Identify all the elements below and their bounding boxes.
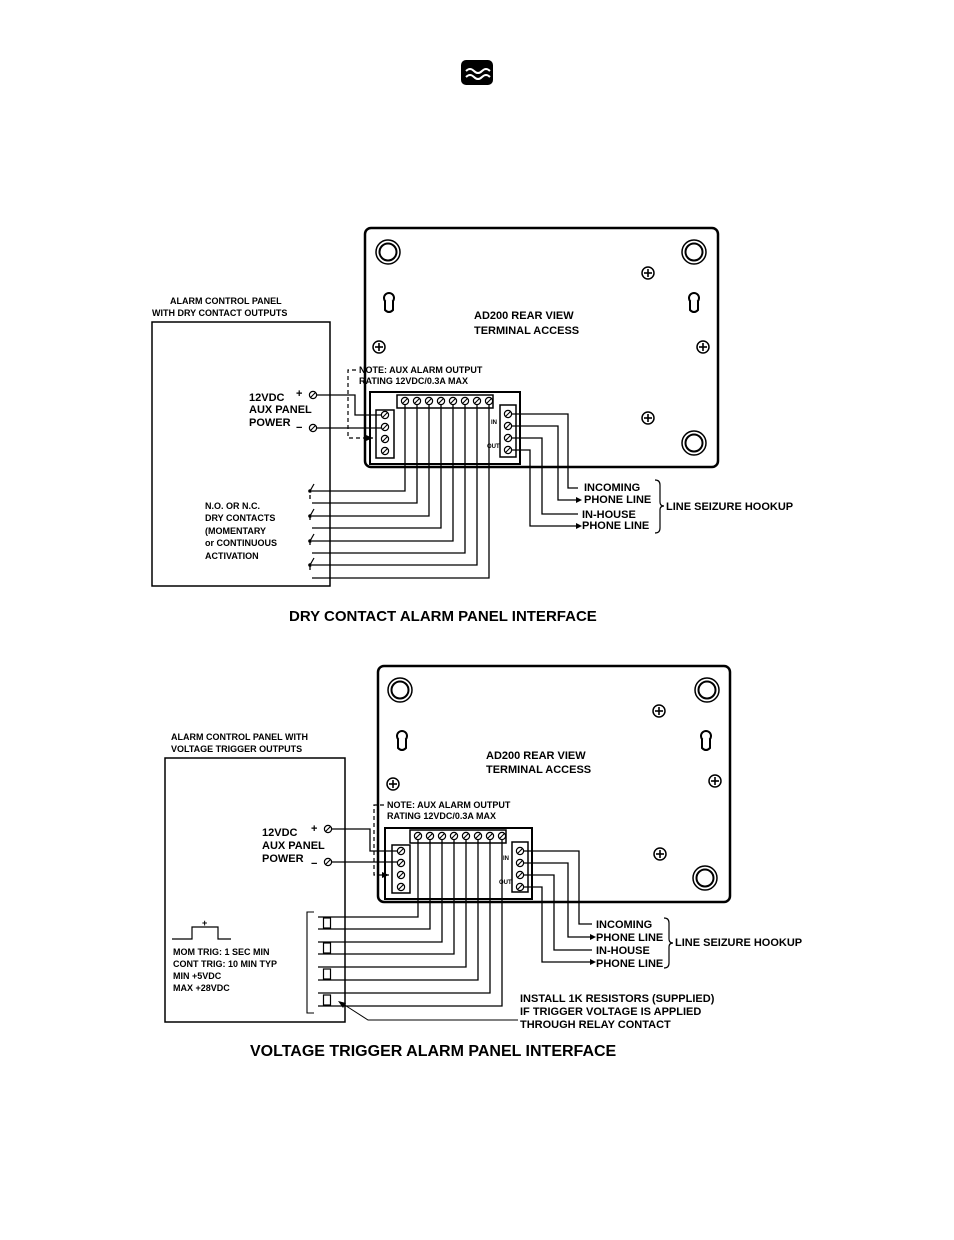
device-label-line1: AD200 REAR VIEW	[474, 310, 574, 322]
panel2-label-line2: VOLTAGE TRIGGER OUTPUTS	[171, 744, 302, 754]
water-waves-icon	[461, 60, 493, 85]
phone2-label-phoneline-1: PHONE LINE	[596, 932, 663, 944]
power-terminal-strip	[375, 409, 395, 459]
line-seizure-brace	[654, 479, 665, 534]
note-line2: RATING 12VDC/0.3A MAX	[359, 376, 468, 386]
aux-output-dashed-lead	[347, 369, 373, 439]
power2-plus-sign: +	[311, 823, 317, 835]
power-label-line1: 12VDC	[249, 392, 285, 404]
trigger-label-line2: CONT TRIG: 10 MIN TYP	[173, 959, 277, 969]
trigger-group-bracket	[306, 911, 314, 1014]
phone-label-inhouse: IN-HOUSE	[582, 509, 636, 521]
power-label-line3: POWER	[249, 417, 291, 429]
phone-in-marker-2: IN	[503, 856, 509, 862]
power-terminal-strip-2	[391, 844, 411, 894]
contacts-label-line1: N.O. OR N.C.	[205, 501, 260, 511]
phone-label-incoming: INCOMING	[584, 482, 640, 494]
power-label-line2: AUX PANEL	[249, 404, 312, 416]
note-line1: NOTE: AUX ALARM OUTPUT	[359, 365, 483, 375]
phone-in-marker: IN	[491, 420, 497, 426]
phone-label-phoneline-1: PHONE LINE	[584, 494, 651, 506]
phone2-label-incoming: INCOMING	[596, 919, 652, 931]
diagram2-title: VOLTAGE TRIGGER ALARM PANEL INTERFACE	[250, 1043, 617, 1060]
resistor-note-line3: THROUGH RELAY CONTACT	[520, 1019, 671, 1031]
panel-label-line1: ALARM CONTROL PANEL	[170, 296, 282, 306]
phone-terminal-strip	[499, 404, 517, 458]
phone2-label-phoneline-2: PHONE LINE	[596, 958, 663, 970]
contacts-label-line4: or CONTINUOUS	[205, 538, 277, 548]
device2-label-line1: AD200 REAR VIEW	[486, 750, 586, 762]
voltage-trigger-wires	[318, 840, 503, 1007]
trigger-pulse-icon	[172, 926, 231, 940]
diagram1-title: DRY CONTACT ALARM PANEL INTERFACE	[289, 608, 597, 625]
resistor-note-line2: IF TRIGGER VOLTAGE IS APPLIED	[520, 1006, 701, 1018]
panel2-label-line1: ALARM CONTROL PANEL WITH	[171, 732, 308, 742]
line-seizure-label: LINE SEIZURE HOOKUP	[666, 501, 793, 513]
dry-contact-diagram: AD200 REAR VIEW TERMINAL ACCESS IN OUT N…	[151, 226, 793, 625]
alarm-control-panel-box	[151, 321, 331, 587]
phone-out-marker: OUT	[487, 444, 500, 450]
power2-label-line2: AUX PANEL	[262, 840, 325, 852]
power2-minus-sign: −	[311, 858, 317, 870]
phone2-label-inhouse: IN-HOUSE	[596, 945, 650, 957]
resistor-note-line1: INSTALL 1K RESISTORS (SUPPLIED)	[520, 993, 715, 1005]
phone-out-marker-2: OUT	[499, 880, 512, 886]
power2-label-line3: POWER	[262, 853, 304, 865]
phone-wires-2	[524, 850, 592, 963]
note2-line2: RATING 12VDC/0.3A MAX	[387, 811, 496, 821]
dry-contact-wires	[309, 405, 490, 579]
contacts-label-line2: DRY CONTACTS	[205, 513, 275, 523]
voltage-trigger-diagram: AD200 REAR VIEW TERMINAL ACCESS IN OUT N…	[164, 664, 802, 1060]
panel-label-line2: WITH DRY CONTACT OUTPUTS	[152, 308, 287, 318]
line-seizure-brace-2	[663, 917, 674, 969]
trigger-label-line1: MOM TRIG: 1 SEC MIN	[173, 947, 270, 957]
note2-line1: NOTE: AUX ALARM OUTPUT	[387, 800, 511, 810]
power-minus-sign: −	[296, 422, 302, 434]
phone-wires	[512, 413, 578, 527]
power-positive-wire	[317, 394, 381, 416]
aux-output-dashed-lead-2	[373, 804, 389, 876]
trigger-label-line4: MAX +28VDC	[173, 983, 230, 993]
line-seizure-label-2: LINE SEIZURE HOOKUP	[675, 937, 802, 949]
trigger-label-line3: MIN +5VDC	[173, 971, 222, 981]
alarm-control-panel-box-2	[164, 757, 346, 1023]
pulse-plus-sign: +	[202, 918, 207, 928]
power2-positive-wire	[332, 828, 397, 852]
contacts-label-line3: (MOMENTARY	[205, 526, 266, 536]
power-plus-sign: +	[296, 388, 302, 400]
phone-label-phoneline-2: PHONE LINE	[582, 520, 649, 532]
contacts-label-line5: ACTIVATION	[205, 551, 259, 561]
resistor-note-leader	[339, 1001, 518, 1021]
power2-label-line1: 12VDC	[262, 827, 298, 839]
device-label-line2: TERMINAL ACCESS	[474, 325, 579, 337]
device2-label-line2: TERMINAL ACCESS	[486, 764, 591, 776]
